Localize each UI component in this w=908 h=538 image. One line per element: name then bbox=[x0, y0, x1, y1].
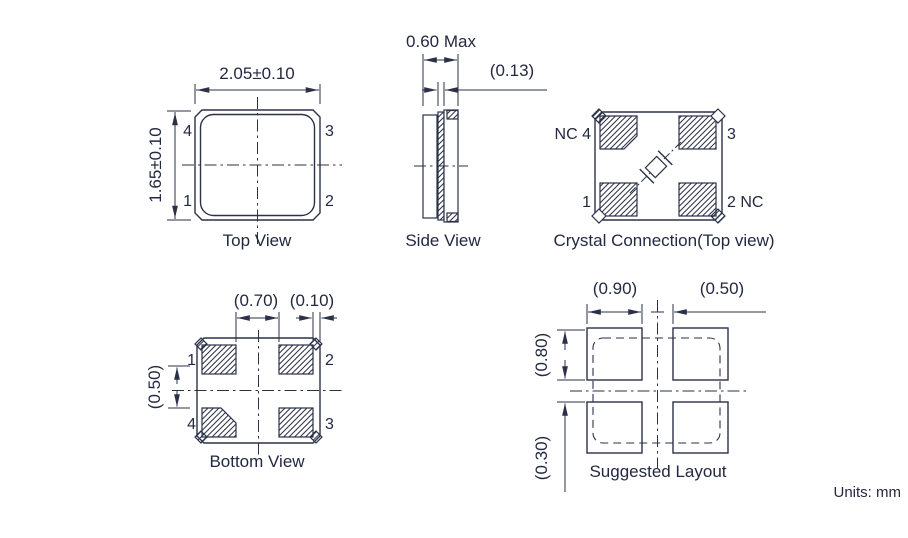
layout-pad-gap-y-dimension: (0.30) bbox=[532, 403, 568, 492]
side-view-caption: Side View bbox=[405, 231, 481, 250]
suggested-layout-caption: Suggested Layout bbox=[589, 462, 726, 481]
layout-pad-gap-y-label: (0.30) bbox=[532, 436, 551, 480]
top-view-pin-1: 1 bbox=[183, 193, 192, 210]
crystal-connection-pads bbox=[591, 108, 726, 224]
crystal-connection-caption: Crystal Connection(Top view) bbox=[553, 231, 774, 250]
side-view-lid-dimension: (0.13) bbox=[422, 61, 547, 106]
crystal-connection-label-3: 3 bbox=[727, 126, 736, 143]
bottom-view-pads bbox=[194, 337, 323, 444]
bottom-view-centerlines bbox=[172, 330, 345, 456]
side-view-lid-dim-label: (0.13) bbox=[490, 61, 534, 80]
layout-pad-height-dimension: (0.80) bbox=[532, 329, 585, 403]
bottom-view-pin-2: 2 bbox=[325, 352, 334, 369]
corner-notch bbox=[591, 208, 607, 224]
side-view-thickness-label: 0.60 Max bbox=[406, 32, 476, 51]
land-pad bbox=[672, 327, 729, 381]
top-view-centerlines bbox=[182, 97, 342, 246]
corner-castellation bbox=[591, 108, 607, 124]
bottom-view-caption: Bottom View bbox=[209, 452, 305, 471]
suggested-layout: (0.90) (0.50) (0.80) (0.30) bbox=[532, 279, 766, 492]
top-view-pin-4: 4 bbox=[183, 123, 192, 140]
layout-pad-gap-x-label: (0.50) bbox=[700, 279, 744, 298]
corner-castellation bbox=[309, 430, 323, 444]
bottom-view-vertical-gap-dimension: (0.50) bbox=[145, 365, 190, 409]
bottom-view-pin-1: 1 bbox=[187, 352, 196, 369]
bottom-view-pad-gap-dimension: (0.70) bbox=[234, 291, 280, 342]
side-view: 0.60 Max (0.13) Side View bbox=[405, 32, 547, 250]
top-view-width-dim-label: 2.05±0.10 bbox=[219, 64, 295, 83]
corner-castellation bbox=[710, 208, 726, 224]
pad-3 bbox=[678, 115, 717, 150]
layout-pads bbox=[586, 327, 729, 454]
pad-2 bbox=[278, 344, 314, 375]
bottom-view-edge-gap-dimension: (0.10) bbox=[290, 291, 337, 342]
land-pad bbox=[672, 401, 729, 454]
pad-1 bbox=[201, 344, 237, 375]
side-view-thickness-dimension: 0.60 Max bbox=[406, 32, 476, 106]
bottom-view-pin-3: 3 bbox=[325, 416, 334, 433]
corner-notch bbox=[710, 108, 726, 124]
layout-pad-width-label: (0.90) bbox=[593, 279, 637, 298]
crystal-connection-label-2nc: 2 NC bbox=[727, 194, 763, 211]
top-view-pin-3: 3 bbox=[325, 123, 334, 140]
bottom-view-pad-gap-label: (0.70) bbox=[234, 291, 278, 310]
top-view-caption: Top View bbox=[223, 231, 292, 250]
pad-4 bbox=[599, 115, 638, 150]
crystal-symbol bbox=[629, 140, 683, 194]
layout-pad-gap-x-dimension: (0.50) bbox=[651, 279, 766, 315]
pad-3 bbox=[278, 407, 314, 438]
top-view-height-dim-label: 1.65±0.10 bbox=[146, 127, 165, 203]
layout-pad-width-dimension: (0.90) bbox=[586, 279, 674, 324]
bottom-view-vertical-gap-label: (0.50) bbox=[145, 365, 164, 409]
package-outline-overlay bbox=[592, 337, 721, 444]
land-pad bbox=[586, 401, 643, 454]
land-pad bbox=[586, 327, 643, 381]
crystal-connection-label-nc4: NC 4 bbox=[555, 126, 592, 143]
top-view-pin-2: 2 bbox=[325, 193, 334, 210]
units-note: Units: mm bbox=[834, 484, 902, 501]
crystal-connection-view: NC 4 3 1 2 NC Crystal Connection(Top vie… bbox=[553, 108, 775, 250]
corner-castellation bbox=[309, 337, 323, 351]
pad-4 bbox=[201, 407, 237, 438]
crystal-connection-label-1: 1 bbox=[582, 194, 591, 211]
corner-castellation bbox=[194, 430, 208, 444]
pad-2 bbox=[678, 182, 717, 217]
layout-centerlines bbox=[570, 300, 747, 468]
bottom-view-pin-4: 4 bbox=[187, 416, 196, 433]
top-view-width-dimension: 2.05±0.10 bbox=[194, 64, 321, 104]
pad-1 bbox=[599, 182, 638, 217]
bottom-view-edge-gap-label: (0.10) bbox=[290, 291, 334, 310]
bottom-view: (0.70) (0.10) (0.50) 1 bbox=[145, 291, 345, 471]
corner-castellation bbox=[194, 337, 208, 351]
top-view: 2.05±0.10 1.65±0.10 4 3 1 2 Top View bbox=[146, 64, 342, 250]
layout-pad-height-label: (0.80) bbox=[532, 333, 551, 377]
top-view-height-dimension: 1.65±0.10 bbox=[146, 110, 191, 221]
